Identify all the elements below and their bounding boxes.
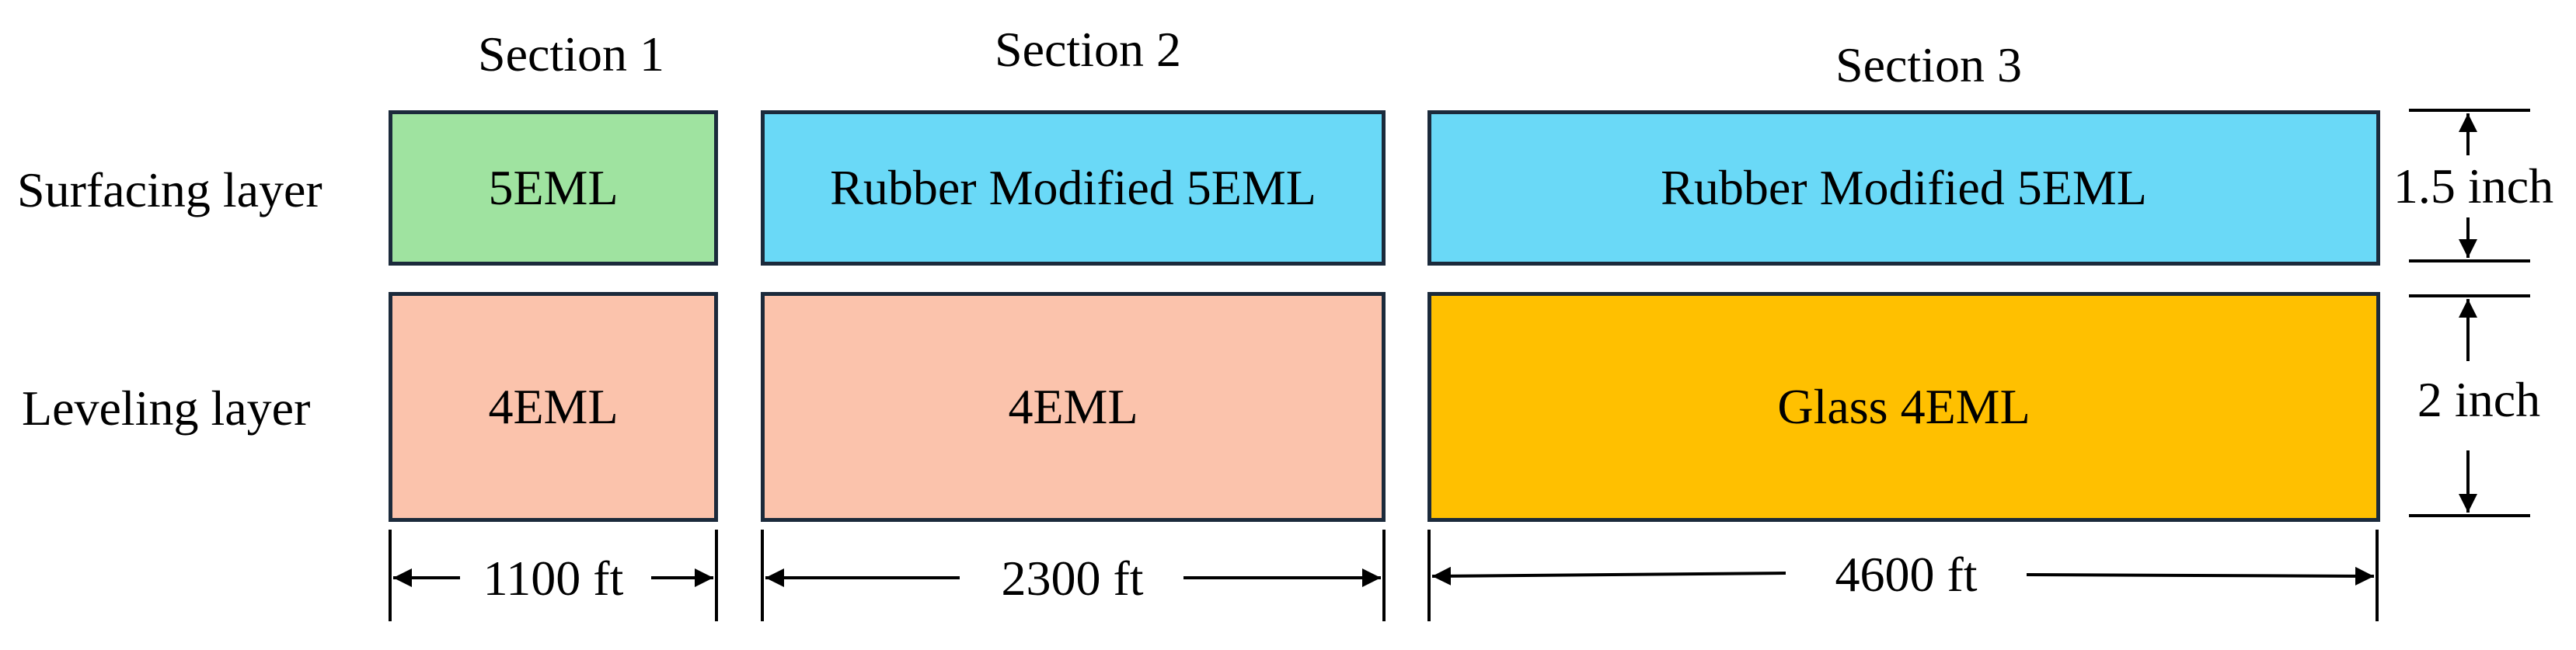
leveling-thickness-label: 2 inch — [2414, 375, 2544, 425]
section-3-surfacing-box: Rubber Modified 5EML — [1427, 110, 2380, 266]
section-1-leveling-text: 4EML — [488, 379, 619, 434]
section-2-leveling-box: 4EML — [761, 292, 1386, 522]
section-2-length-label: 2300 ft — [1001, 551, 1144, 606]
surfacing-thickness-label: 1.5 inch — [2390, 162, 2557, 211]
section-2-surfacing-text: Rubber Modified 5EML — [830, 160, 1316, 215]
surfacing-layer-label: Surfacing layer — [17, 162, 322, 217]
section-3-arrow-left — [1431, 566, 1786, 586]
section-3-leveling-text: Glass 4EML — [1777, 379, 2030, 434]
section-3-leveling-box: Glass 4EML — [1427, 292, 2380, 522]
section-2-header: Section 2 — [995, 22, 1181, 77]
section-3-arrow-right — [2026, 566, 2375, 586]
section-1-length-label: 1100 ft — [483, 551, 624, 606]
section-2-leveling-text: 4EML — [1008, 379, 1138, 434]
section-1-header: Section 1 — [478, 26, 664, 82]
section-1-surfacing-box: 5EML — [389, 110, 718, 266]
section-3-surfacing-text: Rubber Modified 5EML — [1661, 160, 2147, 215]
leveling-layer-label: Leveling layer — [22, 381, 311, 436]
section-2-surfacing-box: Rubber Modified 5EML — [761, 110, 1386, 266]
section-3-header: Section 3 — [1835, 37, 2022, 92]
section-1-surfacing-text: 5EML — [488, 160, 619, 215]
section-1-leveling-box: 4EML — [389, 292, 718, 522]
section-3-length-label: 4600 ft — [1835, 547, 1978, 602]
